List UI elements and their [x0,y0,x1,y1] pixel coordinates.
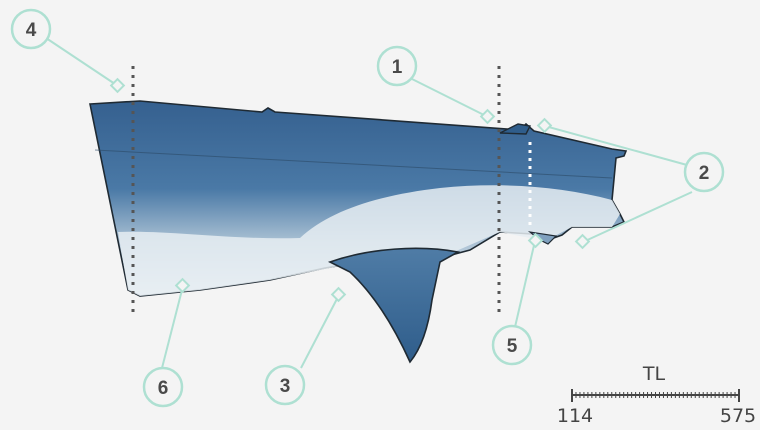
callout-4: 4 [12,10,50,48]
callout-3-label: 3 [280,376,291,397]
marker-3 [332,288,345,301]
callout-2: 2 [685,153,723,191]
marker-1 [481,110,494,123]
scale-label: TL [642,363,666,385]
marker-4 [111,79,124,92]
callout-3: 3 [266,366,304,404]
leader-4 [46,38,118,86]
scale-ticks [576,392,735,398]
marker-2a [538,119,551,132]
callout-5-label: 5 [507,336,518,357]
callout-6-label: 6 [158,378,169,399]
shark-body [90,101,626,362]
leader-3 [301,295,339,368]
callout-5: 5 [493,326,531,364]
marker-2b [576,235,589,248]
callout-4-label: 4 [26,20,37,41]
scale-bar: TL 114 575 [557,363,756,427]
scale-min-label: 114 [557,405,593,427]
leader-6 [162,286,183,368]
callout-1: 1 [378,47,416,85]
pelvic-fin [330,248,458,362]
callout-1-label: 1 [392,57,403,78]
callout-6: 6 [144,368,182,406]
scale-max-label: 575 [720,405,756,427]
leader-1 [410,78,488,117]
leader-5 [515,241,535,327]
callout-2-label: 2 [699,163,710,184]
